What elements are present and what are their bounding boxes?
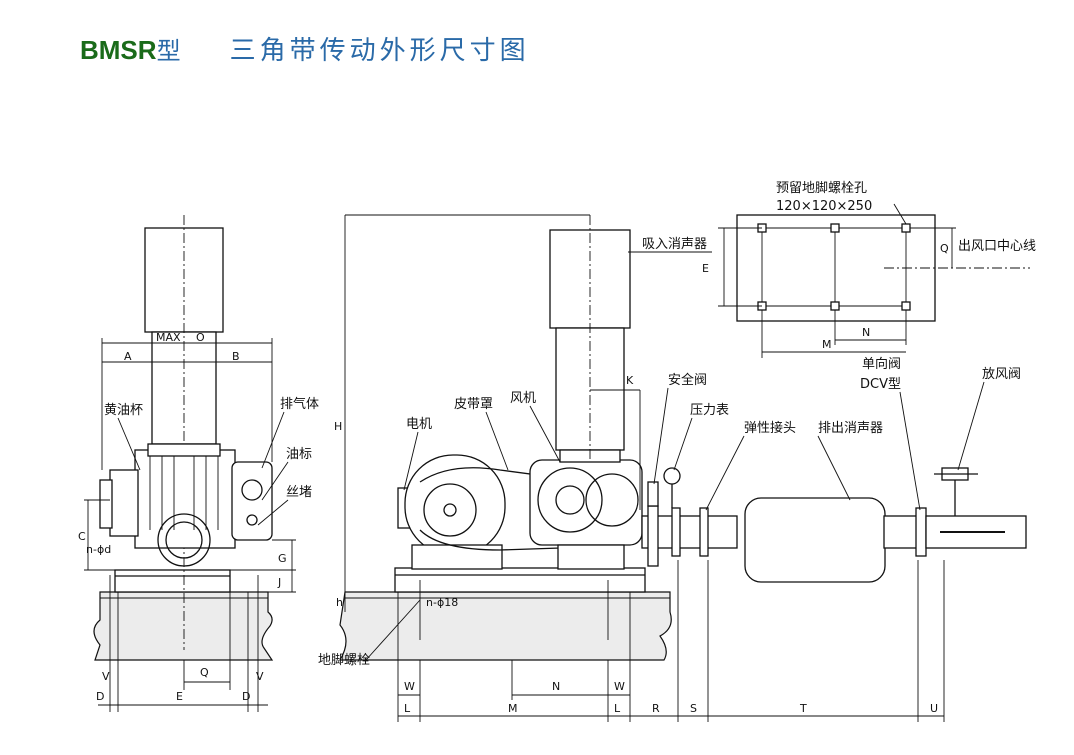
label-check-valve-type: DCV型: [860, 377, 901, 392]
label-anchor-holes: 预留地脚螺栓孔: [776, 180, 867, 196]
side-foundation: [93, 591, 274, 661]
dim-q-plan: Q: [940, 242, 949, 255]
dim-t: T: [799, 702, 807, 715]
dim-l-right: L: [614, 702, 621, 715]
dim-b: B: [232, 350, 240, 363]
dim-q-left: Q: [200, 666, 209, 679]
dim-a: A: [124, 350, 132, 363]
title-type: 型: [156, 37, 181, 65]
label-exhaust-body: 排气体: [280, 396, 319, 412]
dim-j: J: [277, 576, 281, 589]
front-safety-valve: [647, 481, 659, 507]
label-oil-gauge: 油标: [286, 447, 312, 462]
dim-v-left: V: [102, 670, 110, 683]
front-foundation: [338, 591, 672, 661]
dim-c: C: [78, 530, 86, 543]
dim-h-big: H: [334, 420, 342, 433]
side-pulley: [109, 469, 139, 537]
dim-d-right: D: [242, 690, 250, 703]
side-exhaust-chamber: [231, 461, 273, 541]
dim-h-small: h: [336, 596, 343, 609]
page-title: BMSR型 三角带传动外形尺寸图: [80, 30, 530, 70]
side-view: MAX O A B C n-ϕd G J Q V V D E D 黄油杯: [78, 215, 319, 712]
dim-max: MAX: [156, 331, 181, 344]
front-outlet-silencer: [744, 497, 886, 583]
dim-v-right: V: [256, 670, 264, 683]
label-pressure-gauge: 压力表: [690, 403, 729, 418]
dim-l-left: L: [404, 702, 411, 715]
label-check-valve: 单向阀: [862, 356, 901, 372]
dim-w-right: W: [614, 680, 625, 693]
dim-n-plan: N: [862, 326, 870, 339]
title-model: BMSR: [80, 35, 157, 65]
dim-m-front: M: [508, 702, 518, 715]
label-motor: 电机: [406, 417, 432, 432]
label-safety-valve: 安全阀: [668, 372, 707, 388]
dim-g: G: [278, 552, 287, 565]
front-base: [394, 567, 646, 593]
label-anchor-bolt: 地脚螺栓: [318, 652, 370, 668]
label-outlet-silencer: 排出消声器: [818, 421, 883, 436]
dim-o: O: [196, 331, 205, 344]
dim-n-phi18: n-ϕ18: [426, 596, 458, 609]
side-outlet-flange: [157, 513, 211, 567]
label-vent-valve: 放风阀: [982, 367, 1021, 382]
dim-n-front: N: [552, 680, 560, 693]
label-belt-guard: 皮带罩: [454, 397, 493, 412]
label-hole-size: 120×120×250: [776, 199, 872, 214]
side-silencer-top: [144, 227, 224, 333]
dim-r: R: [652, 702, 660, 715]
dim-e-left: E: [176, 690, 183, 703]
label-flex-joint: 弹性接头: [744, 420, 796, 436]
dim-d-left: D: [96, 690, 104, 703]
dim-u: U: [930, 702, 938, 715]
front-view: H h K n-ϕ18 W N W L M L R S T U: [318, 214, 1027, 722]
dim-s: S: [690, 702, 697, 715]
plan-view: E Q N M 预留地脚螺栓孔 120×120×250 出风口中心线: [702, 180, 1036, 358]
label-grease-cup: 黄油杯: [104, 403, 143, 418]
label-outlet-center: 出风口中心线: [958, 239, 1036, 254]
front-pressure-gauge: [663, 467, 681, 485]
dim-w-left: W: [404, 680, 415, 693]
title-main: 三角带传动外形尺寸图: [229, 36, 530, 66]
dim-n-phi: n-ϕd: [86, 543, 111, 556]
label-blower: 风机: [510, 391, 536, 406]
side-base: [114, 569, 231, 593]
dim-k: K: [626, 374, 634, 387]
dim-e-plan: E: [702, 262, 709, 275]
dim-m-plan: M: [822, 338, 832, 351]
label-inlet-silencer: 吸入消声器: [642, 237, 707, 252]
label-plug: 丝堵: [286, 485, 312, 500]
plan-anchor-holes: [757, 223, 911, 311]
